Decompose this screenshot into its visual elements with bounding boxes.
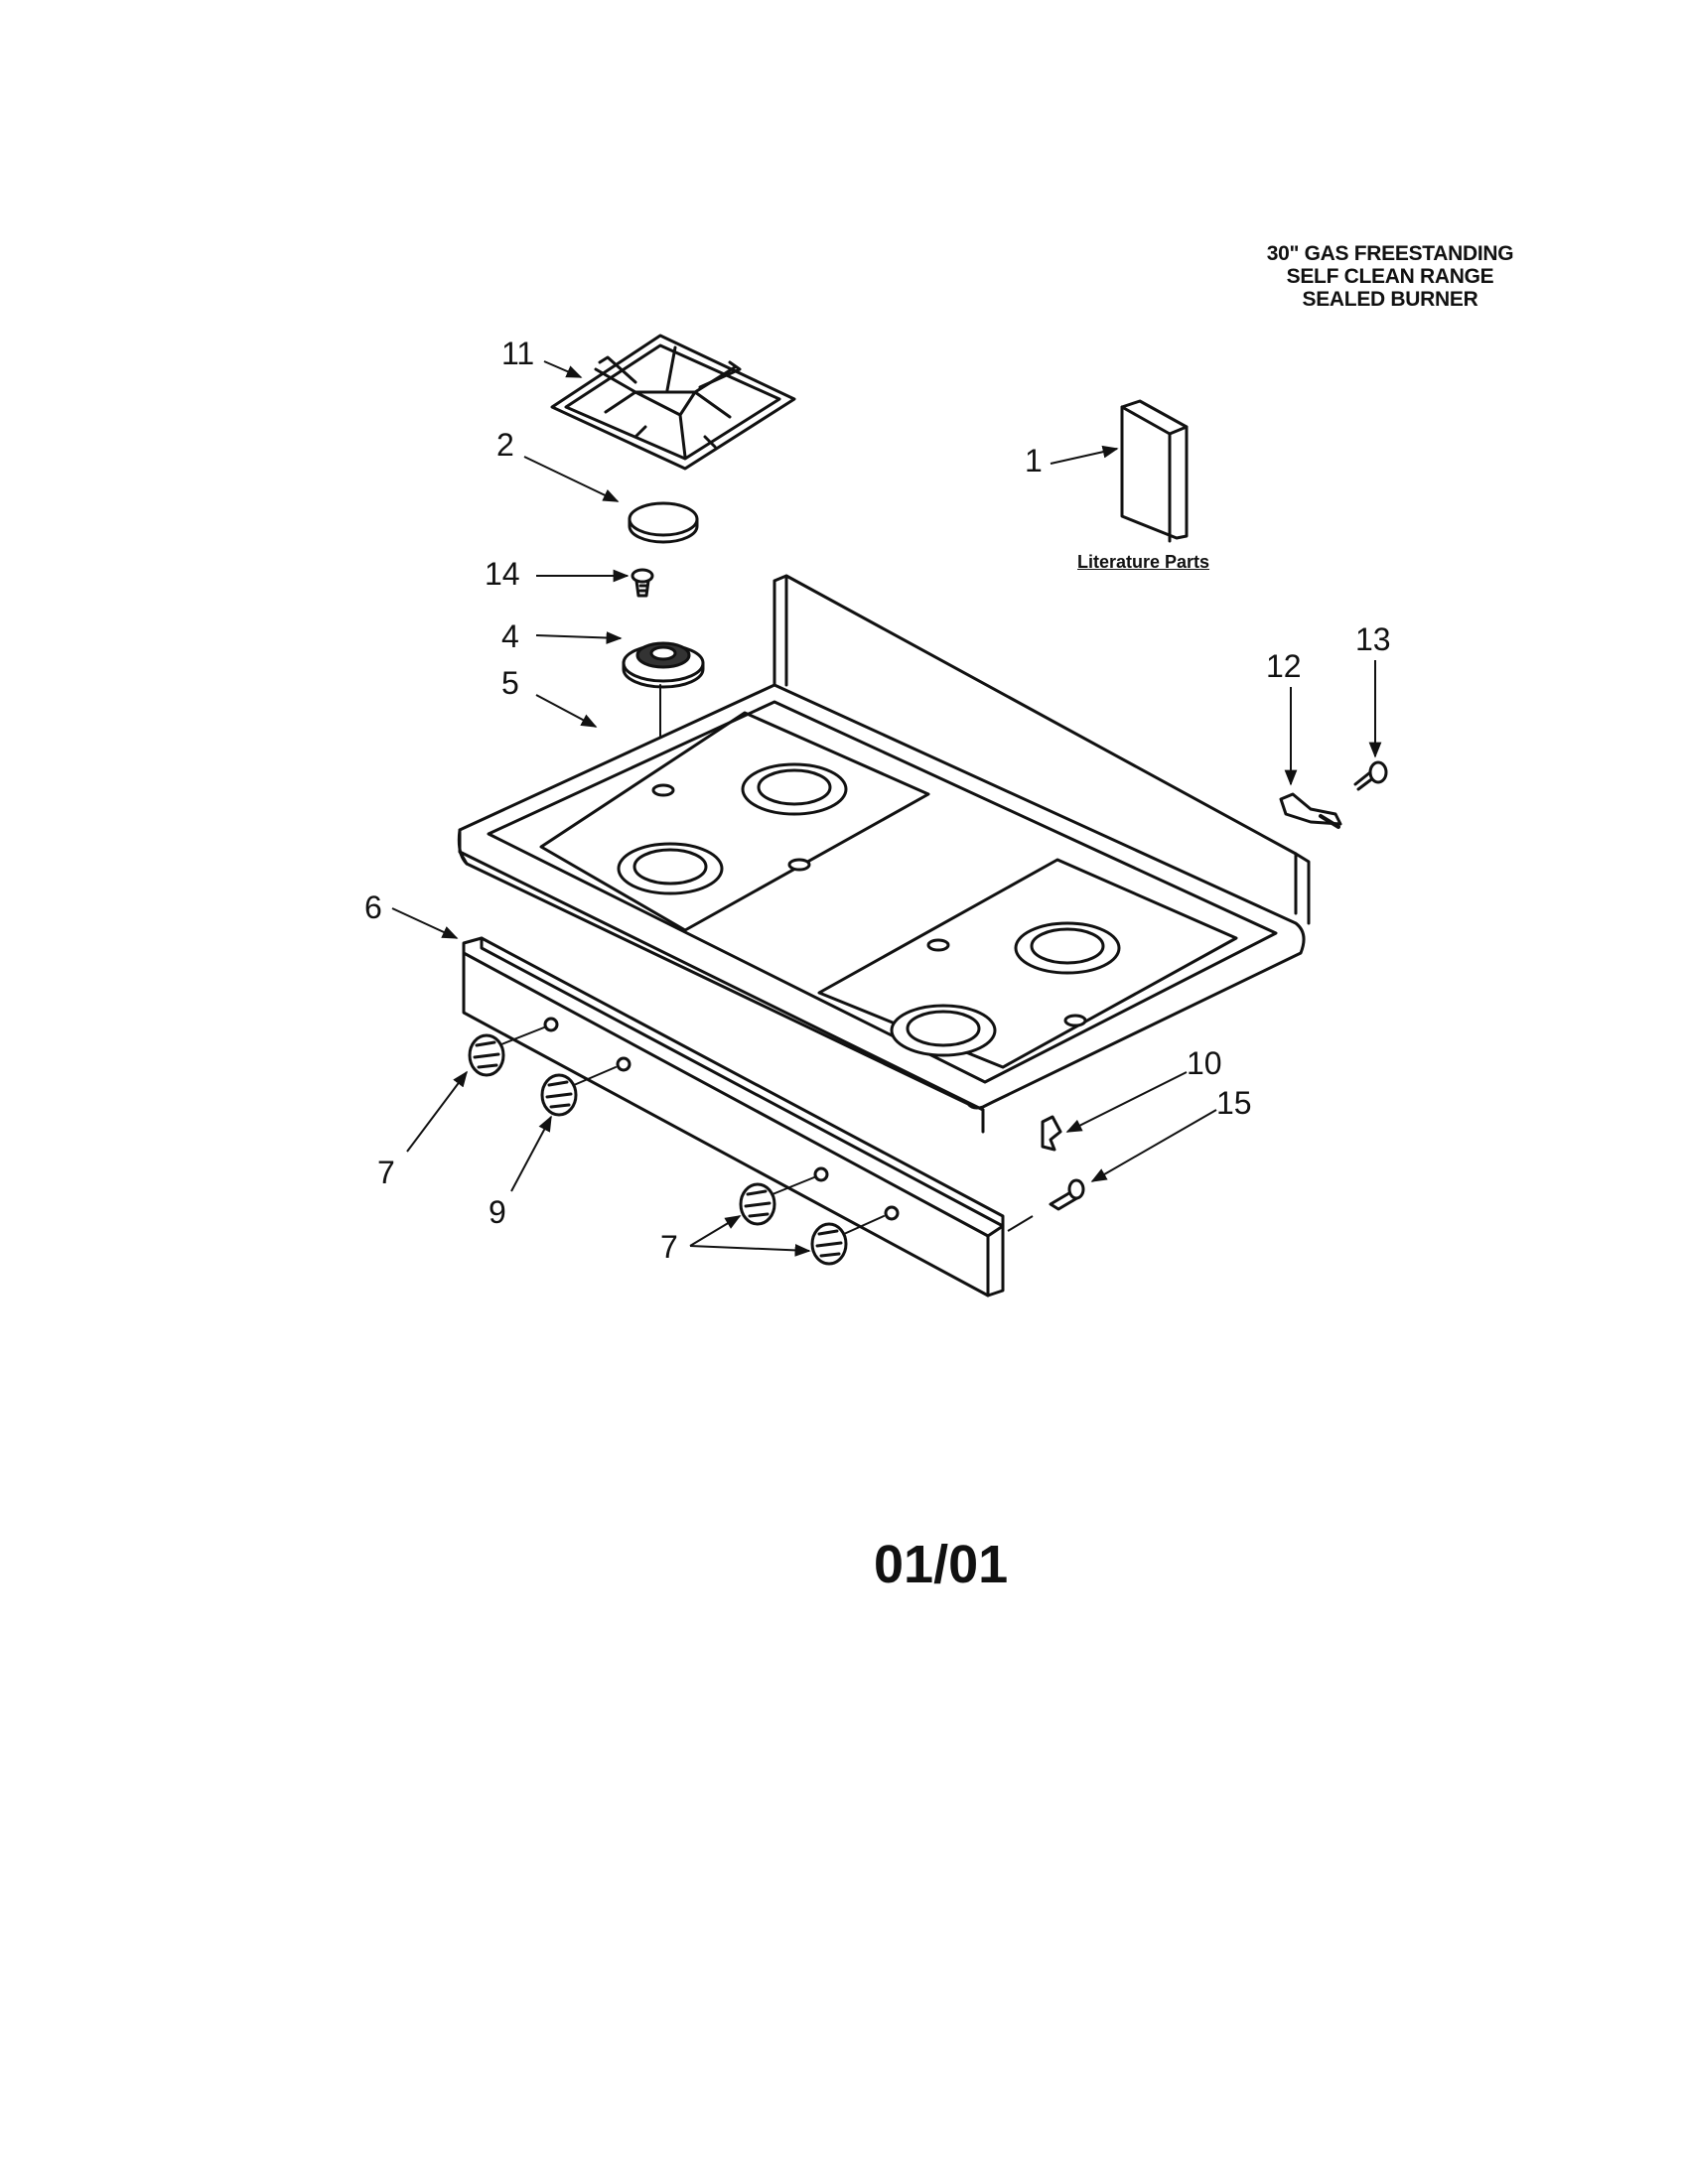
control-knob [810, 1222, 848, 1266]
control-knob [468, 1033, 505, 1077]
leader-10 [1065, 1071, 1188, 1133]
callout-12: 12 [1266, 648, 1302, 684]
leader-7b-1 [689, 1215, 742, 1247]
title-line-1: 30" GAS FREESTANDING [1266, 242, 1514, 265]
control-knob [739, 1182, 776, 1226]
control-knob-9 [540, 1073, 578, 1117]
page-number: 01/01 [874, 1535, 1009, 1594]
callout-15: 15 [1216, 1085, 1252, 1121]
control-panel [462, 936, 1005, 1297]
callout-11: 11 [501, 336, 535, 371]
leader-11 [543, 360, 583, 378]
screw-14 [631, 568, 654, 598]
callout-9: 9 [489, 1194, 506, 1230]
callout-5: 5 [501, 665, 519, 701]
callout-1: 1 [1025, 443, 1043, 478]
callout-7-left: 7 [377, 1155, 395, 1190]
title-line-2: SELF CLEAN RANGE [1286, 265, 1494, 288]
leader-5 [535, 694, 598, 728]
literature-booklet [1120, 399, 1189, 543]
burner-base [622, 641, 705, 689]
leader-7a [406, 1070, 468, 1153]
clip-10 [1041, 1115, 1062, 1152]
leader-2 [523, 456, 620, 502]
callout-7-bottom: 7 [660, 1229, 678, 1265]
leader-1 [1050, 445, 1119, 465]
title-line-3: SEALED BURNER [1302, 288, 1478, 311]
diagram-title: 30" GAS FREESTANDING SELF CLEAN RANGE SE… [1201, 242, 1579, 311]
callout-10: 10 [1187, 1045, 1222, 1081]
burner-cap [628, 501, 699, 544]
callout-4: 4 [501, 618, 519, 654]
callout-13: 13 [1355, 621, 1391, 657]
literature-parts-label: Literature Parts [1077, 552, 1210, 572]
leader-15 [1090, 1109, 1217, 1182]
callout-2: 2 [496, 427, 514, 463]
leader-15-b [1007, 1215, 1034, 1232]
cooktop [457, 574, 1311, 1134]
leader-9 [510, 1115, 552, 1192]
screw-15 [1049, 1178, 1085, 1211]
leader-4 [535, 631, 623, 644]
burner-grate [550, 334, 796, 471]
screw-13 [1353, 760, 1388, 791]
callout-14: 14 [485, 556, 520, 592]
bracket-12 [1279, 792, 1342, 829]
leader-7b-2 [689, 1244, 811, 1257]
callout-6: 6 [364, 889, 382, 925]
leader-6 [391, 907, 459, 939]
